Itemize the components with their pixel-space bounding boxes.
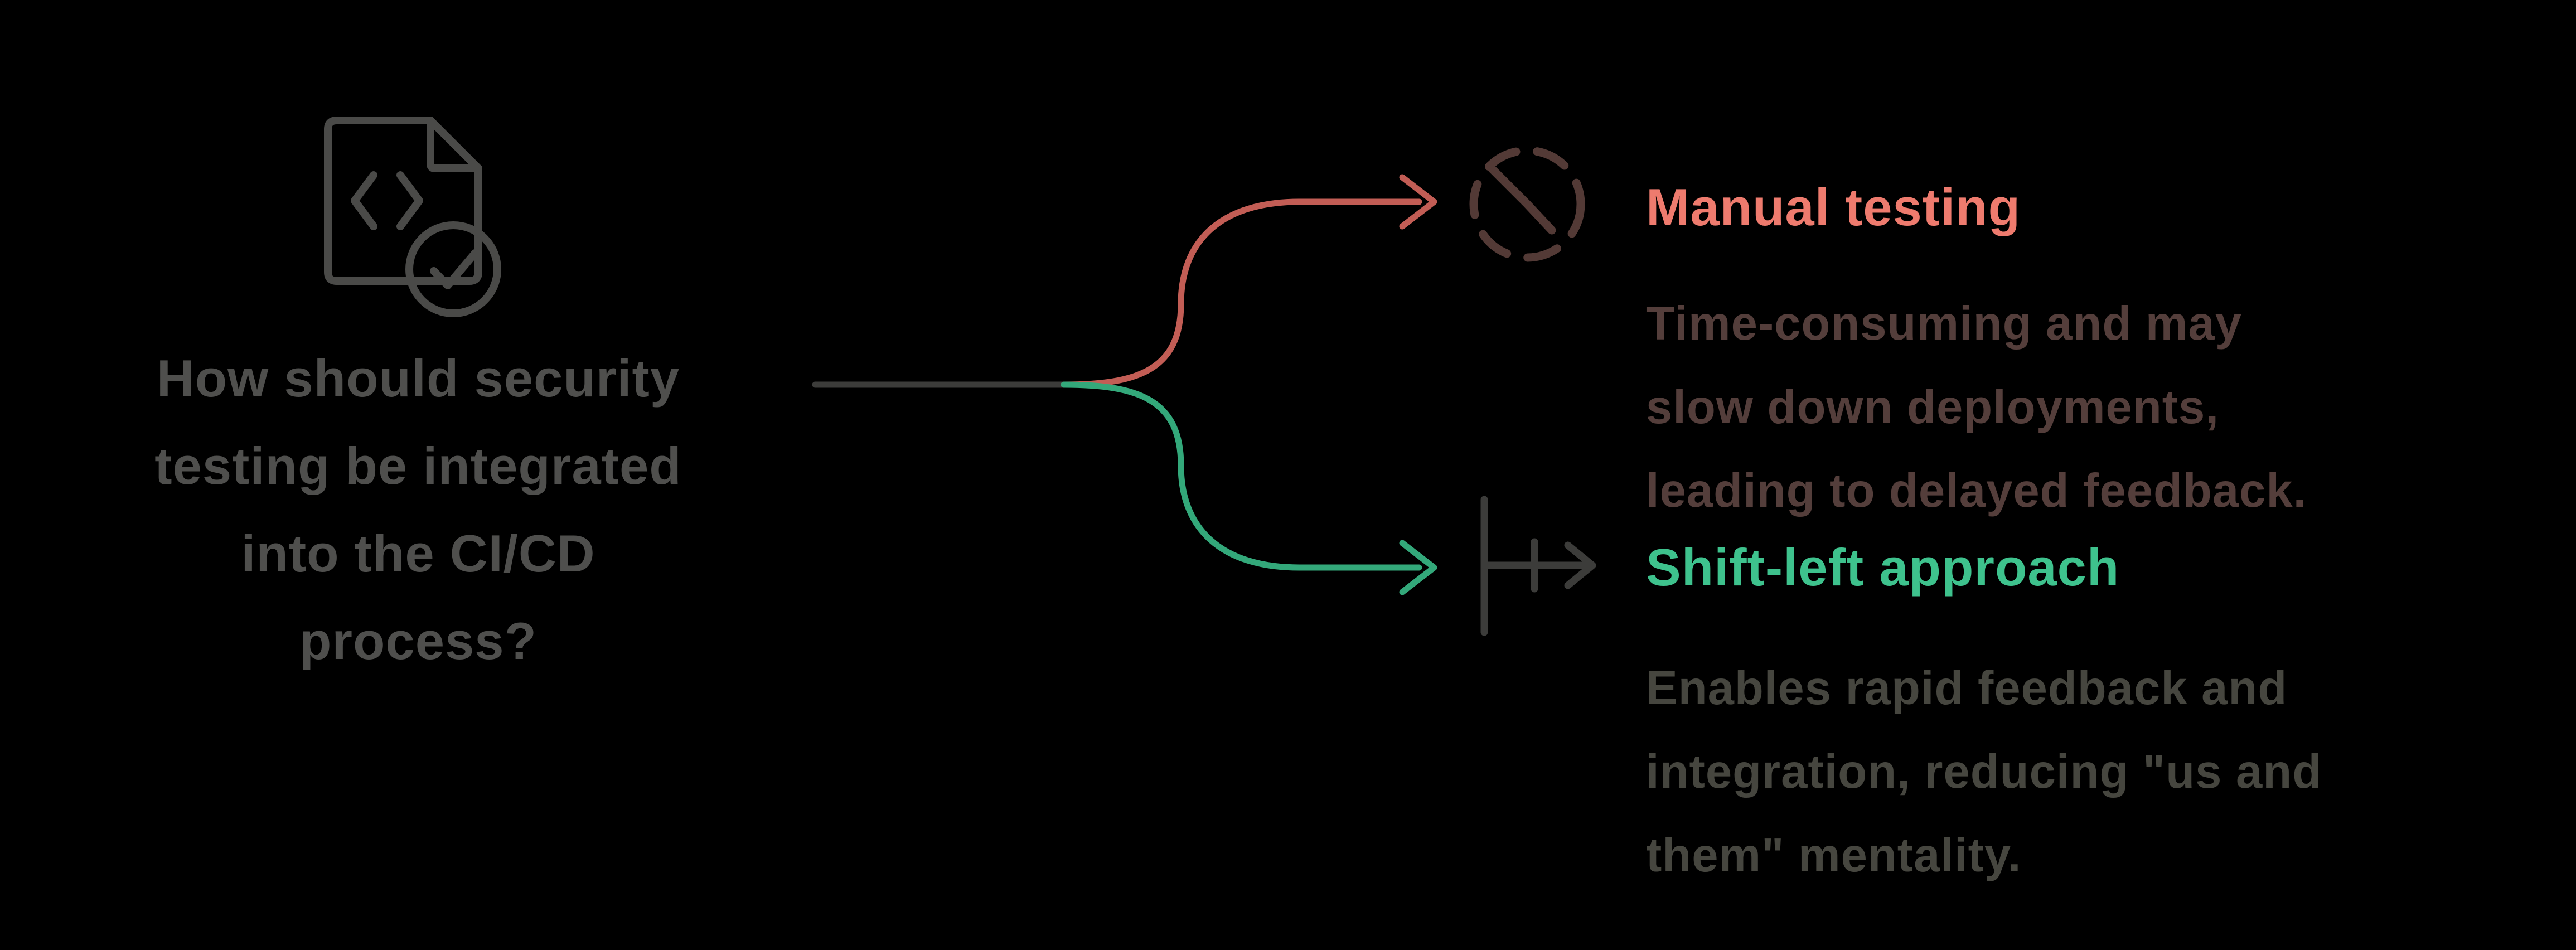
secure-code-document-icon: [324, 117, 501, 317]
question-text: How should security testing be integrate…: [154, 349, 682, 670]
manual-testing-title: Manual testing: [1646, 178, 2021, 236]
check-circle: [405, 221, 501, 317]
manual-branch: [1061, 174, 1437, 388]
check-icon: [430, 249, 479, 289]
shift-left-icon-strokes: [1480, 496, 1596, 636]
clock-icon-strokes: [1469, 146, 1585, 262]
shift-left-title: Shift-left approach: [1646, 538, 2120, 597]
code-brackets-icon: [351, 171, 423, 230]
shiftleft-branch: [1061, 381, 1437, 595]
shiftleft-arrowhead-icon: [1399, 540, 1437, 595]
shift-left-description: Enables rapid feedback and integration, …: [1646, 662, 2322, 882]
shift-left-arrowhead-icon: [1564, 541, 1596, 589]
document-fold: [427, 117, 482, 172]
manual-branch-line: [1061, 198, 1422, 388]
clock-face: [1469, 146, 1585, 262]
clock-icon: [1469, 146, 1585, 262]
shift-left-icon: [1480, 496, 1596, 636]
shiftleft-branch-line: [1061, 381, 1422, 571]
clock-hands: [1488, 164, 1556, 235]
question-icon-strokes: [324, 117, 501, 317]
document-shape: [324, 117, 482, 285]
manual-arrowhead-icon: [1399, 174, 1437, 230]
manual-testing-description: Time-consuming and may slow down deploym…: [1646, 297, 2307, 517]
